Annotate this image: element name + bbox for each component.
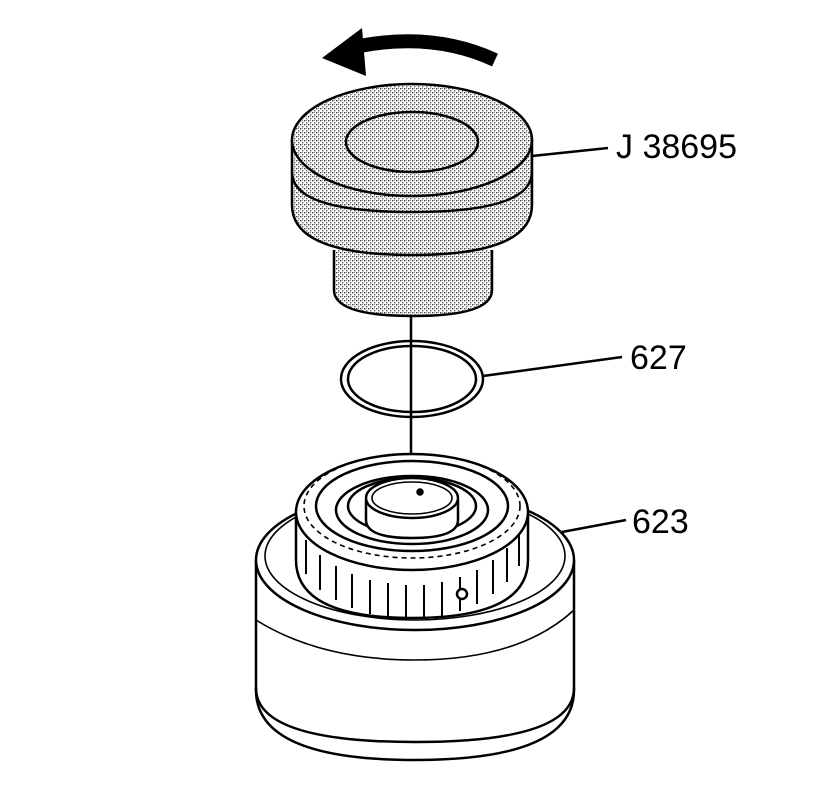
leader-line-tool — [531, 146, 609, 158]
callout-seal-ring-label: 627 — [630, 339, 687, 377]
callout-tool-label: J 38695 — [616, 128, 737, 166]
leader-line-seal-ring — [482, 355, 623, 378]
tool-j38695 — [290, 82, 534, 318]
spline-teeth — [305, 534, 520, 619]
housing-623 — [254, 452, 576, 762]
leader-lines — [482, 146, 627, 534]
seal-ring-627 — [339, 339, 485, 419]
callout-housing-label: 623 — [632, 503, 689, 541]
rotation-arrow-icon — [322, 28, 498, 76]
leader-line-housing — [561, 518, 627, 534]
